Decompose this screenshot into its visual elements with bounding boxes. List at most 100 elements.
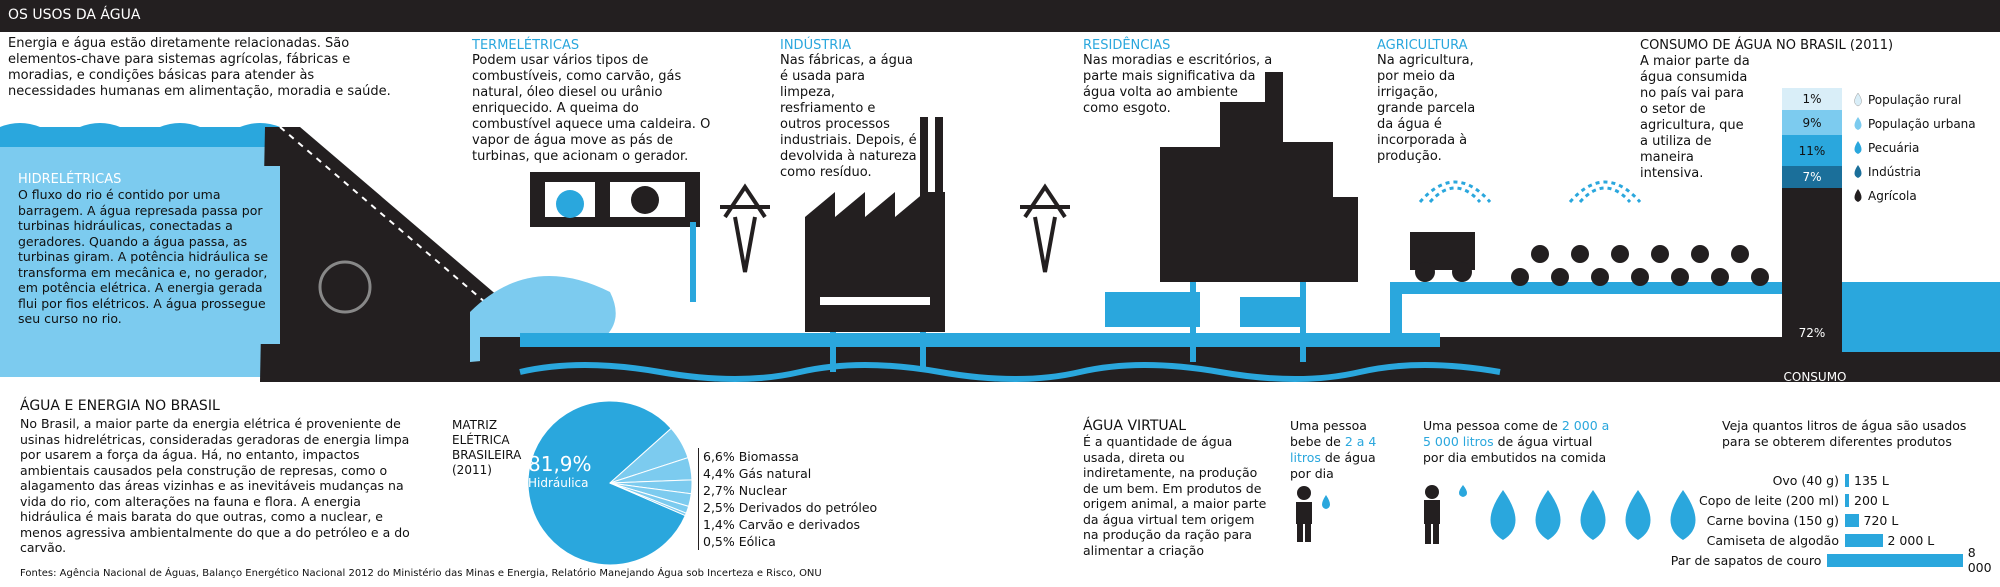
bebe-pre: Uma pessoa bebe de [1290,418,1367,449]
virtual-text: É a quantidade de água usada, direta ou … [1083,434,1267,558]
energia-text: No Brasil, a maior parte da energia elét… [20,416,410,555]
produto-name: Ovo (40 g) [1772,472,1839,488]
matriz-title-line: BRASILEIRA [452,448,522,462]
hidreletricas-panel: HIDRELÉTRICAS O fluxo do rio é contido p… [10,166,280,344]
consumo-legend-item: População urbana [1852,112,2000,136]
matriz-legend-item: 6,6% Biomassa [698,448,898,465]
matriz-legend-item: 2,5% Derivados do petróleo [698,499,898,516]
termeletricas-block: TERMELÉTRICAS Podem usar vários tipos de… [472,38,717,165]
consumo-legend-item: Indústria [1852,160,2000,184]
consumo-title: CONSUMO DE ÁGUA NO BRASIL (2011) [1640,38,1894,53]
matriz-main-label: Hidráulica [528,476,589,490]
residencias-text: Nas moradias e escritórios, a parte mais… [1083,53,1273,116]
hidreletricas-text: O fluxo do rio é contido por uma barrage… [18,187,269,326]
energia-title: ÁGUA E ENERGIA NO BRASIL [20,398,220,414]
bebe-highlight: 2 a 4 litros [1290,434,1377,465]
termeletricas-text: Podem usar vários tipos de combustíveis,… [472,53,711,164]
matriz-legend-item: 0,5% Eólica [698,533,898,550]
consumo-segment: 1% [1782,88,1842,110]
termeletricas-title: TERMELÉTRICAS [472,38,580,53]
person-drinking-icon [1296,486,1330,542]
water-drop-icon [1854,141,1862,154]
produto-value: 200 L [1854,492,1889,508]
produto-bar [1845,513,1859,527]
residencias-block: RESIDÊNCIAS Nas moradias e escritórios, … [1083,38,1273,117]
intro-text: Energia e água estão diretamente relacio… [8,36,391,99]
industria-title: INDÚSTRIA [780,38,852,53]
produto-row: Carne bovina (150 g) 720 L [1660,510,2000,530]
water-drop-icon [1854,117,1862,130]
pie-slice [527,400,686,566]
bebe-text: Uma pessoa bebe de 2 a 4 litros de água … [1290,418,1390,482]
consumo-segment: 9% [1782,110,1842,135]
sources-text: Fontes: Agência Nacional de Águas, Balan… [20,568,822,579]
consumo-legend-item: População rural [1852,88,2000,112]
hidreletricas-title: HIDRELÉTRICAS [18,172,122,187]
come-post: de água virtual por dia embutidos na com… [1423,434,1607,465]
water-drop-icon [1854,189,1862,202]
consumo-legend-label: População rural [1868,93,1962,107]
produto-bar [1845,493,1849,507]
drops-row [1424,485,1696,544]
produto-bar [1827,553,1963,567]
matriz-pie-chart [527,400,693,566]
matriz-legend-item: 2,7% Nuclear [698,482,898,499]
sprinkler-icon [1418,180,1642,204]
water-drop-icon [1490,490,1696,540]
matriz-title-line: ELÉTRICA [452,433,510,447]
consumo-legend-item: Pecuária [1852,136,2000,160]
matriz-legend-item: 4,4% Gás natural [698,465,898,482]
agricultura-block: AGRICULTURA Na agricultura, por meio da … [1377,38,1477,165]
consumo-stacked-bar: 1%9%11%7%72% [1782,88,1842,370]
factory-icon [805,192,945,332]
consumo-text: A maior parte da água consumida no país … [1640,54,1750,181]
produto-bar [1845,533,1883,547]
pie-slice [609,482,687,517]
come-highlight: 2 000 a 5 000 litros [1423,418,1610,449]
consumo-block: CONSUMO DE ÁGUA NO BRASIL (2011) A maior… [1640,38,1900,182]
power-tower-icon [720,183,1070,273]
consumo-legend-label: Pecuária [1868,141,1920,155]
virtual-block: ÁGUA VIRTUAL É a quantidade de água usad… [1083,418,1273,558]
water-drop-icon [1854,92,1862,107]
matriz-main-value: 81,9% [528,452,592,476]
agricultura-text: Na agricultura, por meio da irrigação, g… [1377,53,1476,164]
turbine-icon [318,260,372,314]
produtos-chart: Ovo (40 g) 135 L Copo de leite (200 ml) 200… [1660,470,2000,576]
bebe-post: de água por dia [1290,450,1376,481]
consumo-legend-label: Indústria [1868,165,1921,179]
consumo-legend-item: Agrícola [1852,184,2000,208]
produto-value: 2 000 L [1887,532,1935,548]
matriz-title-line: (2011) [452,463,492,477]
virtual-title: ÁGUA VIRTUAL [1083,418,1187,434]
matriz-title: MATRIZ ELÉTRICA BRASILEIRA (2011) [452,418,532,478]
industria-block: INDÚSTRIA Nas fábricas, a água é usada p… [780,38,920,181]
irrigation-channel [1390,282,1800,294]
consumo-segment: 7% [1782,166,1842,188]
produto-row: Ovo (40 g) 135 L [1660,470,2000,490]
lower-band [0,382,2000,587]
produto-row: Camiseta de algodão 2 000 L [1660,530,2000,550]
consumo-bottom-label: CONSUMO [1783,370,1847,384]
consumo-segment: 11% [1782,135,1842,166]
energia-block: ÁGUA E ENERGIA NO BRASIL No Brasil, a ma… [20,398,410,556]
consumo-segment: 72% [1782,188,1842,370]
title-bar: OS USOS DA ÁGUA [0,0,2000,32]
produto-row: Copo de leite (200 ml) 200 L [1660,490,2000,510]
produto-bar [1845,473,1849,487]
produto-name: Copo de leite (200 ml) [1699,492,1839,508]
produto-name: Carne bovina (150 g) [1706,512,1839,528]
crops-icon [1511,245,1769,286]
consumo-legend-label: Agrícola [1868,189,1917,203]
produto-value: 720 L [1863,512,1899,528]
residencias-title: RESIDÊNCIAS [1083,38,1171,53]
consumo-legend-label: População urbana [1868,117,1976,131]
water-drop-icon [1854,165,1862,178]
produtos-title: Veja quantos litros de água são usados p… [1722,418,1967,449]
produto-name: Par de sapatos de couro [1670,552,1822,568]
come-text: Uma pessoa come de 2 000 a 5 000 litros … [1423,418,1613,466]
produto-name: Camiseta de algodão [1706,532,1839,548]
produto-value: 135 L [1854,472,1889,488]
